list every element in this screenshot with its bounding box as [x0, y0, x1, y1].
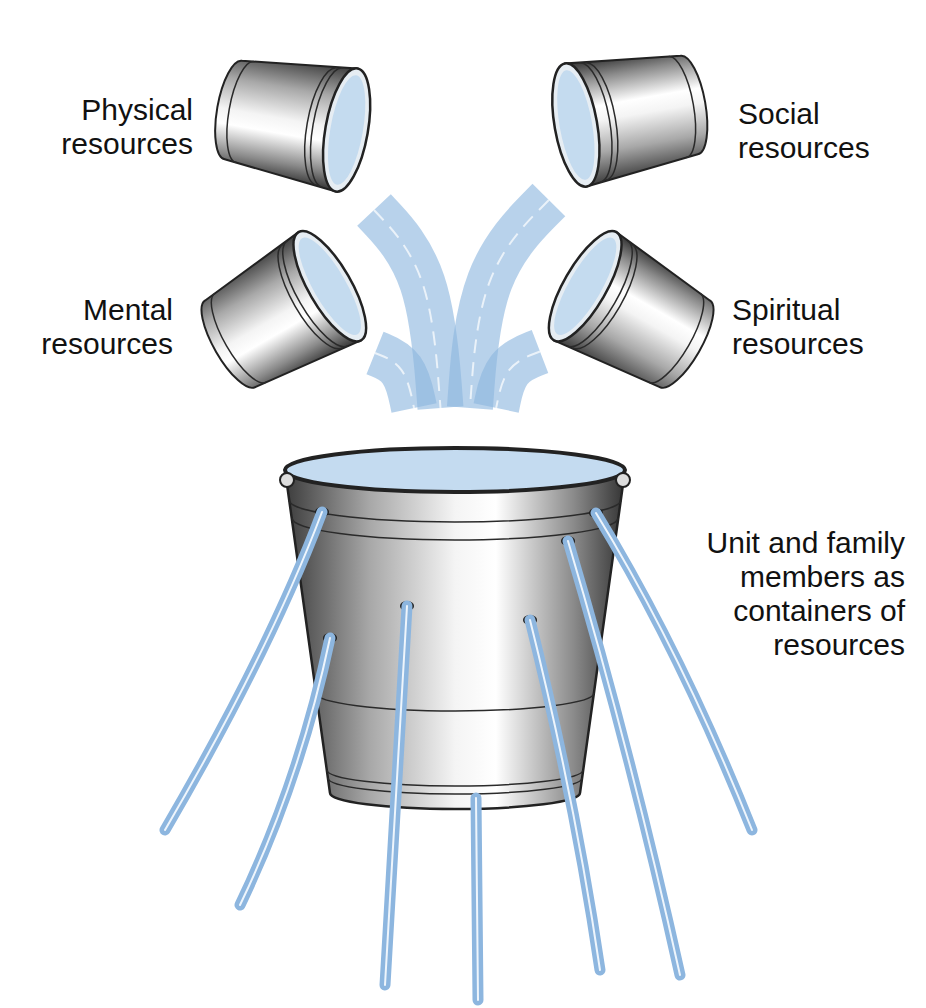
bucket-icon — [544, 41, 716, 191]
bucket-node: Unit and family members as containers of… — [283, 408, 628, 803]
leak-highlight — [476, 798, 478, 1000]
bucket-mouth — [280, 221, 379, 351]
leak-stream — [568, 541, 680, 975]
bucket-water — [321, 73, 372, 188]
node-label: Spiritual resources — [732, 293, 912, 361]
bucket-water — [543, 230, 627, 342]
leak-highlight — [240, 638, 330, 905]
node-label: Mental resources — [0, 293, 173, 361]
bucket-node: Spiritual resources — [540, 225, 730, 405]
bucket-mouth — [315, 65, 379, 195]
bucket-shape — [540, 225, 730, 405]
water-stream — [375, 353, 414, 408]
bucket-band — [220, 59, 254, 163]
node-label: Unit and family members as containers of… — [640, 526, 905, 662]
water-stream — [470, 200, 549, 408]
leak-stream — [530, 620, 600, 970]
handle-ear — [616, 473, 630, 487]
bucket-band — [649, 293, 714, 390]
bucket-shape — [185, 225, 375, 405]
bucket-body — [285, 470, 625, 809]
node-label: Physical resources — [13, 93, 193, 161]
bucket-band — [292, 518, 618, 540]
water-stream — [374, 210, 440, 408]
bucket-icon — [280, 448, 630, 809]
bucket-icon — [185, 221, 380, 406]
bucket-holes — [315, 507, 603, 643]
leak-highlight — [165, 512, 322, 830]
leak-highlight — [385, 606, 407, 985]
bucket-band — [327, 770, 583, 786]
leak-streams — [165, 512, 752, 1000]
bucket-water — [550, 68, 601, 183]
hole — [323, 633, 337, 643]
bucket-shape — [283, 408, 628, 803]
bucket-icon — [536, 221, 731, 406]
water-stream — [496, 352, 540, 408]
leak-highlight — [530, 620, 600, 970]
handle-ear — [280, 473, 294, 487]
water-highlight — [496, 352, 540, 408]
bucket-node: Physical resources — [205, 30, 375, 210]
hole — [561, 536, 575, 546]
hole — [589, 508, 603, 518]
bucket-mouth — [285, 448, 625, 492]
bucket-band — [201, 293, 266, 390]
leak-stream — [385, 606, 407, 985]
leak-highlight — [568, 541, 680, 975]
hole — [400, 601, 414, 611]
water-highlight — [470, 200, 549, 408]
bucket-mouth — [536, 221, 635, 351]
leak-stream — [165, 512, 322, 830]
bucket-band — [328, 778, 582, 794]
bucket-water — [288, 230, 372, 342]
bucket-band — [316, 693, 594, 711]
leak-highlight — [596, 513, 752, 830]
bucket-icon — [207, 46, 379, 196]
leak-stream — [476, 798, 478, 1000]
node-label: Social resources — [738, 97, 918, 165]
leak-stream — [240, 638, 330, 905]
bucket-band — [668, 54, 702, 158]
bucket-mouth — [544, 60, 608, 190]
leak-stream — [596, 513, 752, 830]
bucket-shape — [205, 30, 375, 210]
bucket-node: Social resources — [540, 30, 725, 200]
bucket-node: Mental resources — [185, 225, 375, 405]
bucket-band — [289, 500, 621, 522]
hole — [523, 615, 537, 625]
water-highlight — [374, 210, 440, 408]
water-highlight — [375, 353, 414, 408]
hole — [315, 507, 329, 517]
bucket-shape — [540, 30, 725, 200]
